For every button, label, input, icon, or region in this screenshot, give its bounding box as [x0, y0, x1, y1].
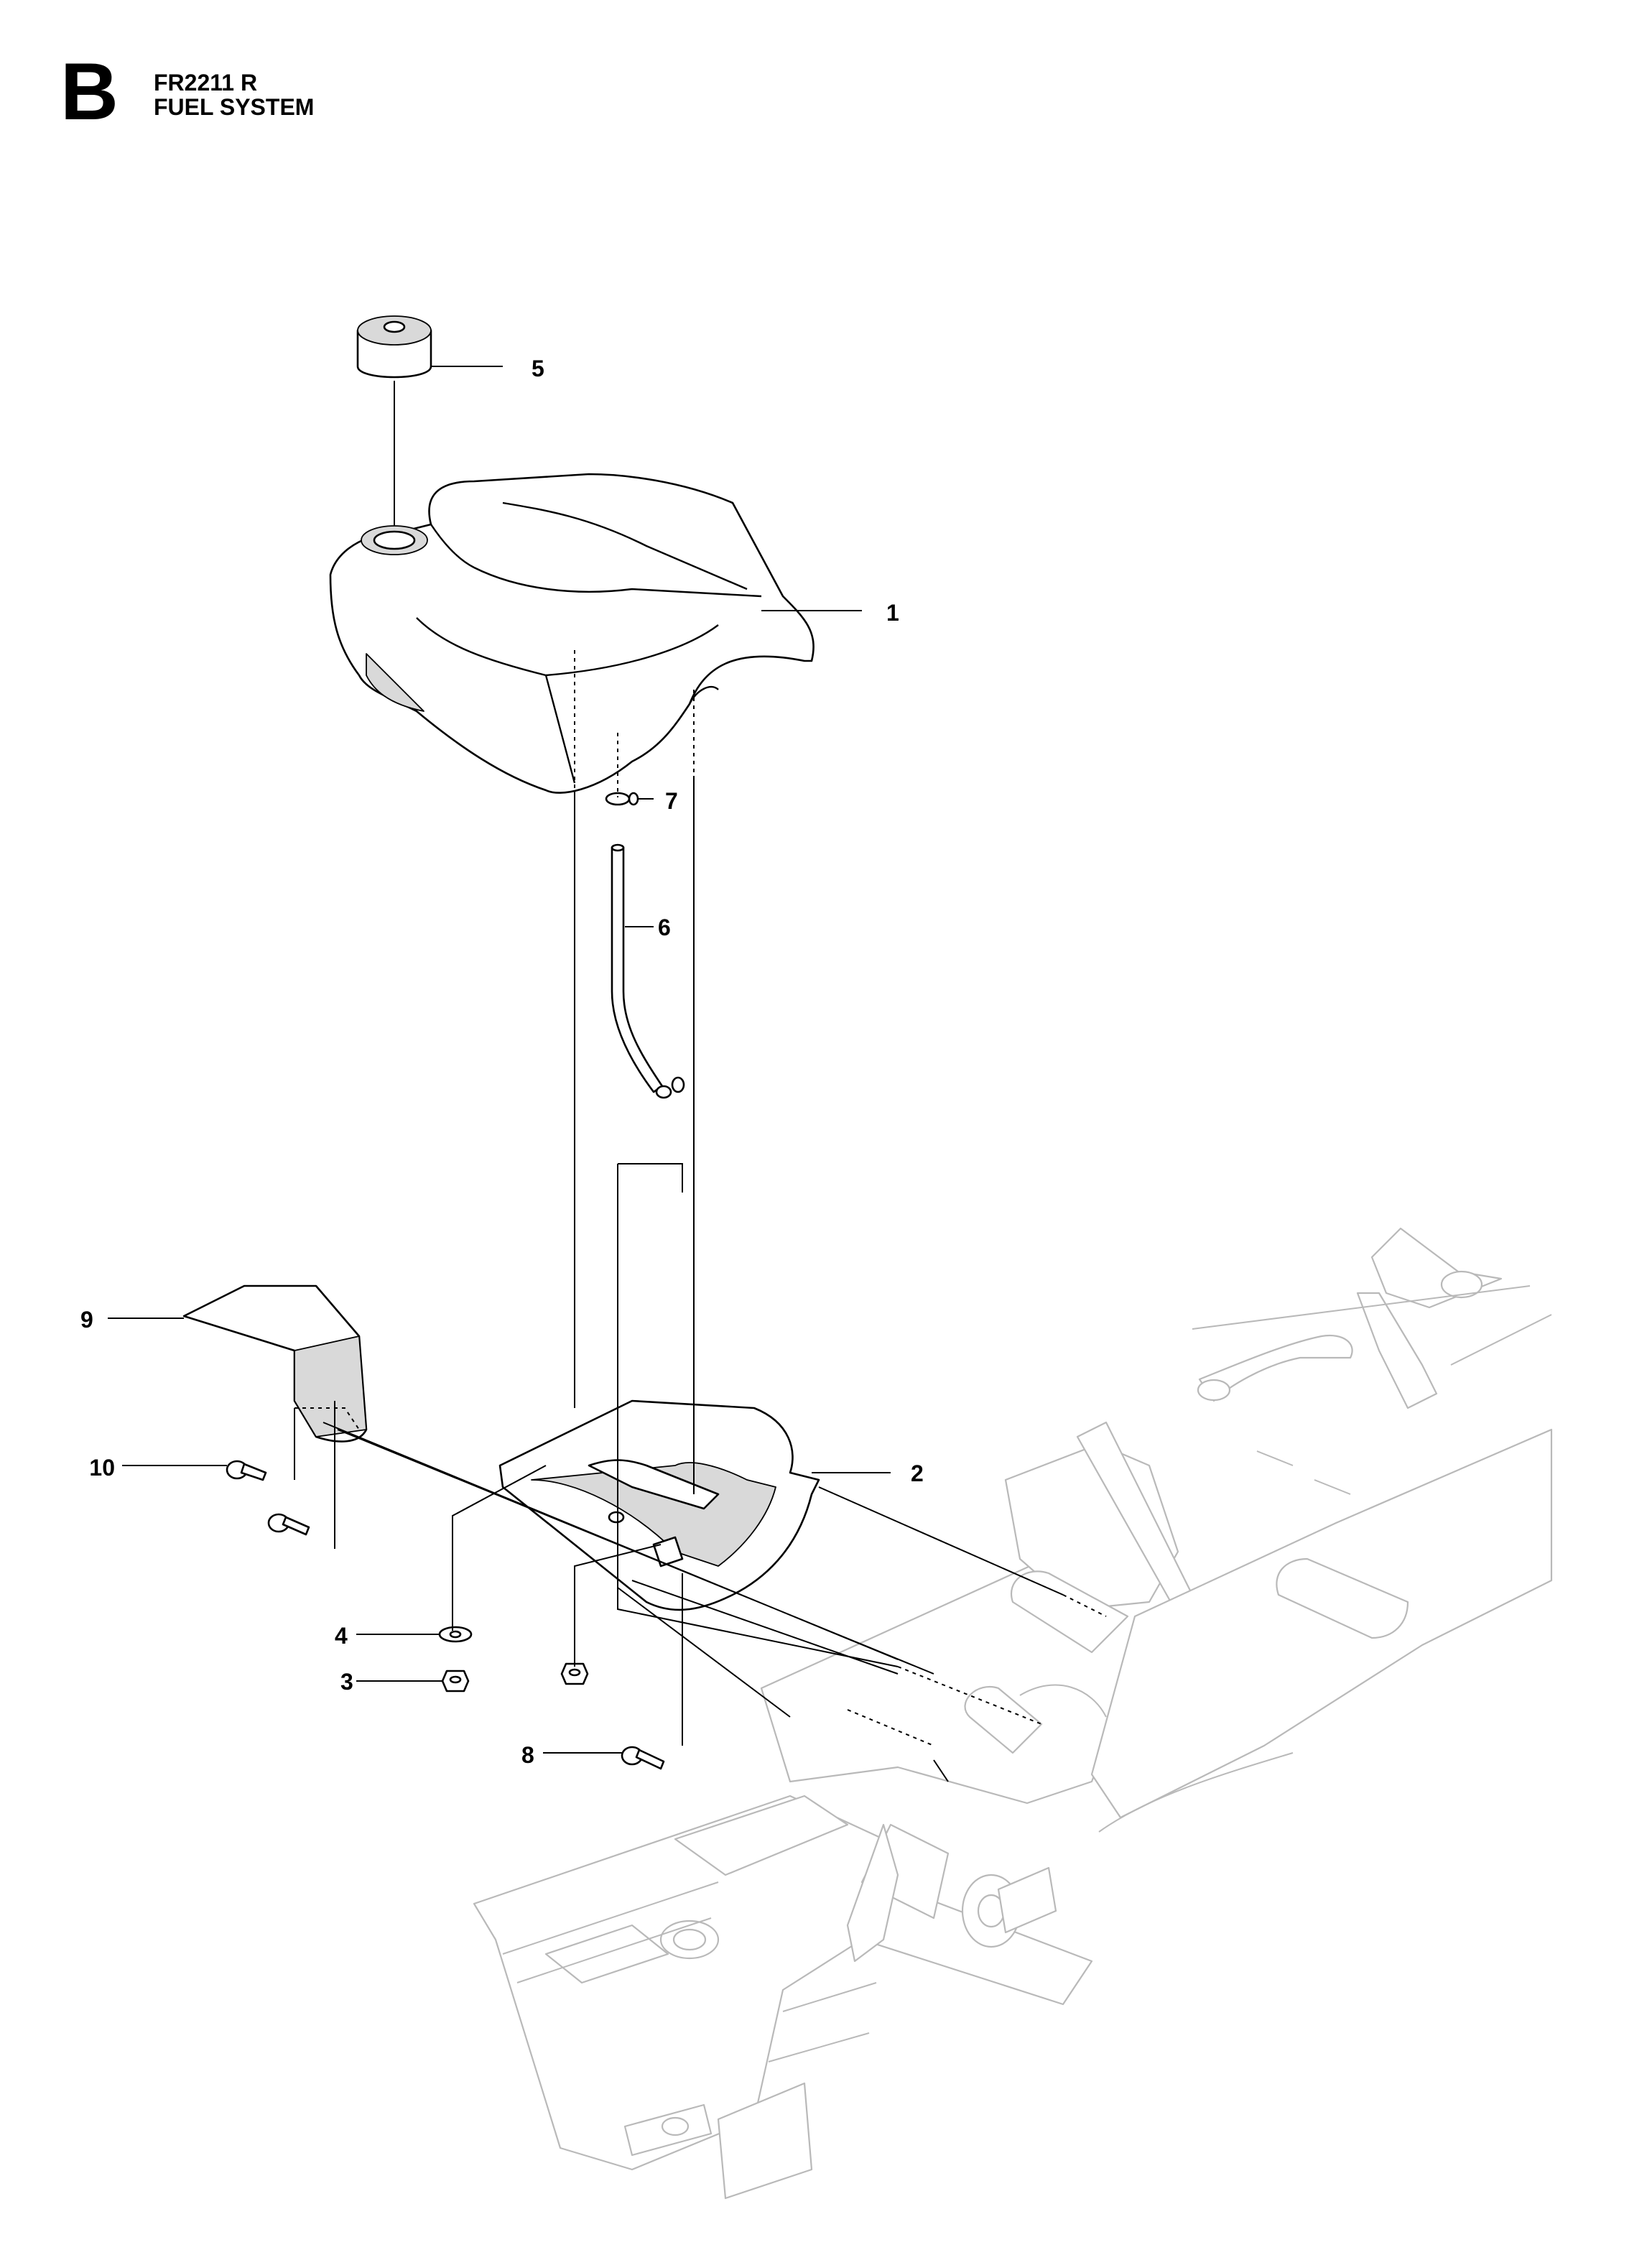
- fuel-cap-part: [356, 315, 503, 379]
- screw-10-part: [122, 1460, 310, 1536]
- callout-10: 10: [89, 1455, 115, 1481]
- diagram-heading: FR2211 R FUEL SYSTEM: [154, 70, 314, 119]
- washer-part: [356, 1626, 473, 1643]
- callout-3: 3: [340, 1669, 353, 1695]
- callout-4: 4: [335, 1623, 348, 1649]
- mounting-plate-part: [498, 1399, 891, 1611]
- model-name: FR2211 R: [154, 70, 258, 96]
- nut-part: [356, 1662, 589, 1693]
- hose-clamp-part: [605, 792, 654, 806]
- diagram-title: FUEL SYSTEM: [154, 94, 315, 120]
- heat-shield-part: [108, 1284, 368, 1443]
- fuel-tank-part: [329, 473, 815, 794]
- callout-8: 8: [521, 1742, 534, 1768]
- fuel-hose-part: [611, 843, 685, 1099]
- callout-9: 9: [80, 1307, 93, 1333]
- bolt-8-part: [543, 1746, 665, 1770]
- assembly-guide-lines: [294, 650, 1107, 1782]
- callout-7: 7: [665, 788, 678, 814]
- chassis-frame: [473, 1227, 1553, 2200]
- callout-6: 6: [658, 914, 671, 940]
- callout-1: 1: [886, 600, 899, 626]
- callout-5: 5: [532, 356, 544, 381]
- callout-2: 2: [911, 1460, 924, 1486]
- section-letter: B: [60, 47, 119, 136]
